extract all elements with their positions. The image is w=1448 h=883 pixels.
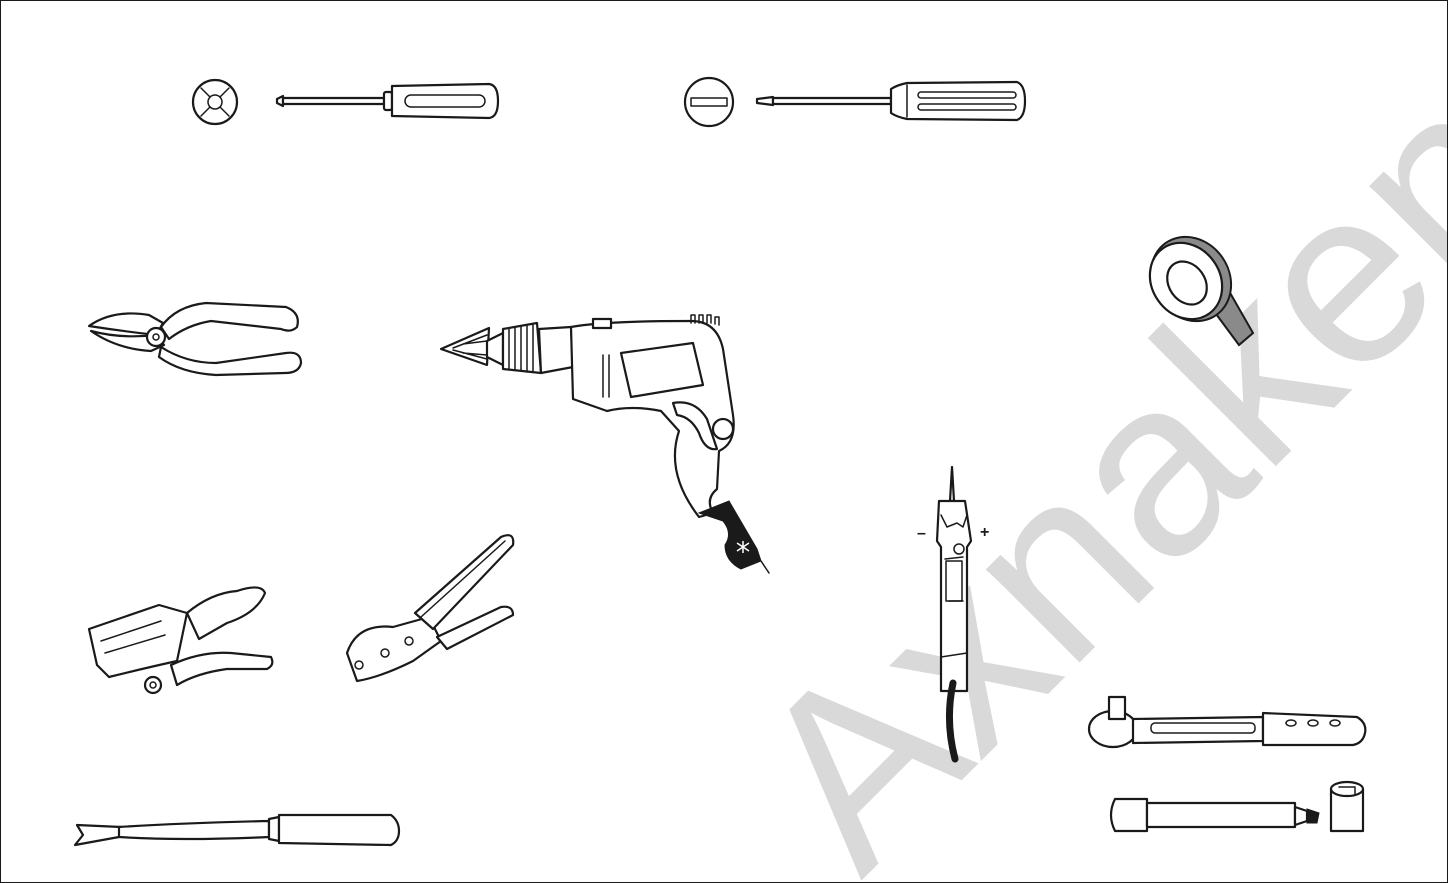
phillips-screwdriver-icon [275, 82, 500, 120]
flathead-symbol-icon [683, 76, 735, 128]
tester-plus-sign: + [980, 524, 989, 541]
crimping-tool-icon [345, 534, 515, 683]
flathead-screwdriver-icon [755, 80, 1027, 122]
tester-minus-sign: – [917, 525, 926, 542]
wire-stripper-icon [87, 586, 274, 695]
phillips-symbol-icon [191, 78, 239, 126]
trim-removal-tool-icon [73, 813, 401, 847]
power-drill-icon [439, 314, 770, 574]
insulation-tape-icon [1148, 235, 1255, 347]
voltage-tester-icon: – + [917, 465, 989, 763]
socket-extension-icon [1109, 797, 1320, 833]
ratchet-wrench-icon [1087, 695, 1367, 749]
watermark-text: Axnaken [701, 33, 1447, 882]
socket-icon [1329, 780, 1365, 833]
side-cutter-pliers-icon [87, 301, 303, 377]
